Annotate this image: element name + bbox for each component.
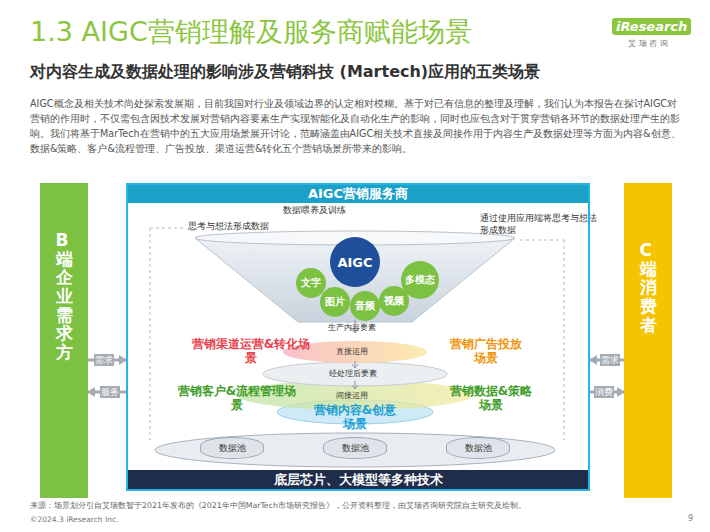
data-pool: 数据池 — [446, 437, 510, 459]
scenario-label: 营销渠道运营&转化场景 — [190, 337, 312, 365]
node-text: 文字 — [301, 276, 321, 290]
dashed-guide — [150, 228, 185, 229]
node-text: 数据池 — [219, 442, 246, 455]
side-band: B端企业需求方 — [40, 183, 88, 498]
modality-circle: 多模态 — [401, 261, 439, 299]
technology-bar: 底层芯片、大模型等多种技术 — [128, 470, 588, 489]
source-note: 来源：场景划分引自艾瑞数智于2021年发布的《2021年中国MarTech市场研… — [30, 500, 526, 511]
side-band: C端消费者 — [624, 183, 672, 498]
edge-label: 服务 — [100, 386, 120, 398]
node-text: AIGC — [337, 255, 372, 270]
copyright: ©2024.3 iResearch Inc. — [30, 515, 118, 524]
scenario-label: 营销广告投放场景 — [446, 337, 526, 365]
edge-label: 需求 — [94, 354, 114, 366]
node-text: 视频 — [384, 294, 404, 308]
scenario-label: 营销数据&策略场景 — [446, 384, 536, 412]
dashed-guide — [564, 240, 565, 440]
intro-paragraph: AIGC概念及相关技术尚处探索发展期，目前我国对行业及领域边界的认定相对模糊。基… — [30, 96, 682, 156]
annotation: 思考与想法形成数据 — [188, 221, 269, 233]
node-text: 数据池 — [465, 442, 492, 455]
flow-label: 生产内容要素 — [328, 322, 376, 333]
node-text: 数据池 — [342, 442, 369, 455]
scenario-label: 营销内容&创意场景 — [312, 403, 398, 431]
page-number: 9 — [688, 514, 693, 523]
modality-circle: 音频 — [350, 291, 380, 321]
flow-label: 直接运用 — [336, 346, 368, 357]
page-title: 1.3 AIGC营销理解及服务商赋能场景 — [30, 14, 472, 50]
edge-label: 消费 — [594, 386, 614, 398]
flow-arrow — [352, 381, 358, 389]
node-text: C端消费者 — [640, 241, 657, 334]
flow-arrow — [352, 361, 358, 368]
logo-subtext: 艾 瑞 咨 询 — [628, 38, 668, 49]
service-frame: AIGC营销服务商 AIGC 文字图片音频视频多模态数据池 数据池 数据池底层芯片、大模… — [126, 183, 590, 491]
data-pool: 数据池 — [323, 437, 387, 459]
platform — [155, 433, 555, 467]
edge-label: 需求 — [600, 354, 620, 366]
node-text: 底层芯片、大模型等多种技术 — [128, 470, 588, 489]
core-circle: AIGC — [330, 237, 380, 287]
annotation: 数据喂养及训练 — [283, 205, 346, 217]
data-pool: 数据池 — [200, 437, 264, 459]
logo: iResearch — [612, 18, 691, 35]
node-text: 多模态 — [405, 274, 435, 287]
node-text: 图片 — [325, 295, 345, 309]
scenario-label: 营销客户&流程管理场景 — [176, 384, 298, 412]
funnel — [195, 238, 515, 322]
flow-label: 间接运用 — [336, 390, 368, 401]
annotation: 通过使用应用端将思考与想法形成数据 — [480, 212, 598, 236]
dashed-guide — [150, 228, 151, 440]
node-text: AIGC营销服务商 — [128, 185, 588, 203]
node-text: 音频 — [355, 299, 375, 313]
flow-label: 经处理后要素 — [329, 368, 377, 379]
modality-circle: 图片 — [320, 287, 350, 317]
node-text: B端企业需求方 — [56, 231, 73, 362]
dashed-guide — [520, 240, 564, 241]
subtitle: 对内容生成及数据处理的影响涉及营销科技 (Martech)应用的五类场景 — [30, 62, 540, 83]
